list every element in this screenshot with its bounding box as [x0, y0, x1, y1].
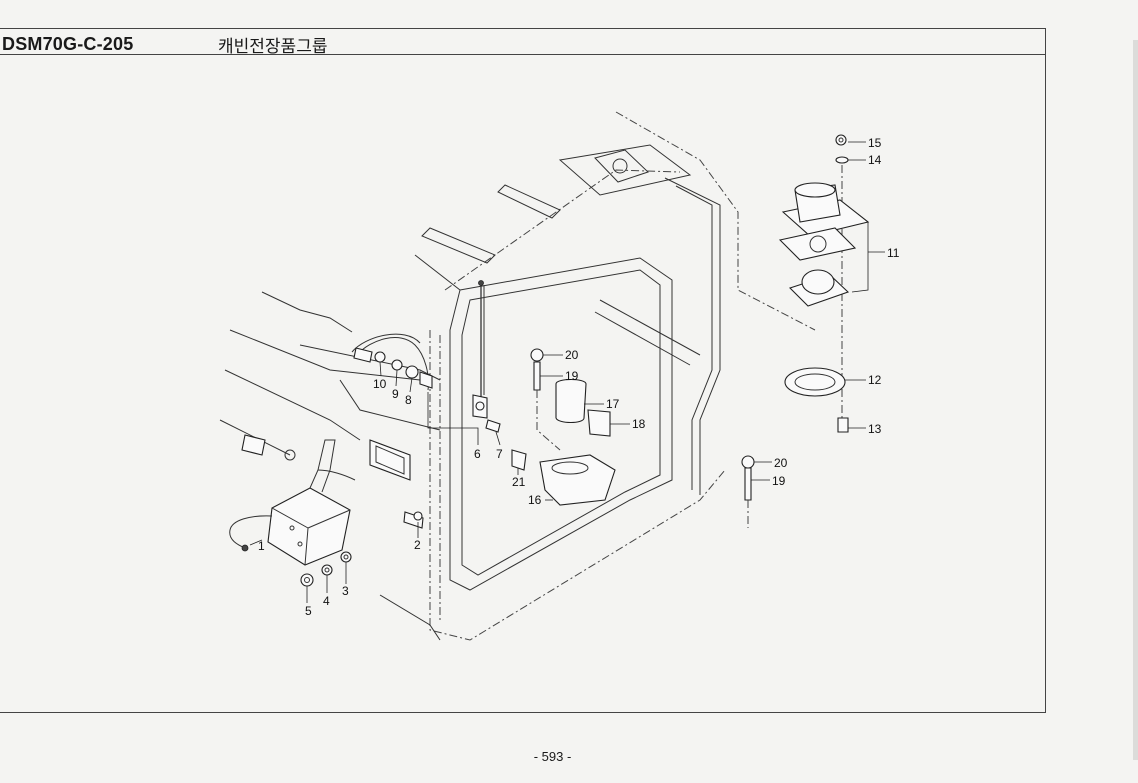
speaker-group-bracket — [851, 213, 885, 293]
antenna-cable — [351, 333, 433, 391]
callout-8: 8 — [405, 393, 412, 407]
callout-17: 17 — [606, 397, 620, 411]
holder-assembly — [511, 348, 755, 528]
callout-20b: 20 — [774, 456, 788, 470]
header-rule — [0, 54, 1046, 55]
antenna-assembly — [472, 280, 488, 419]
callout-4: 4 — [323, 594, 330, 608]
callout-numbers: 1 2 3 4 5 6 7 8 9 10 11 12 13 14 15 16 1… — [258, 136, 900, 618]
drawing-title: 캐빈전장품그룹 — [218, 37, 328, 57]
page-number: - 593 - — [533, 749, 572, 764]
callout-1: 1 — [258, 539, 265, 553]
screw-7 — [485, 419, 501, 433]
page-frame — [0, 28, 1046, 713]
callout-18: 18 — [632, 417, 646, 431]
callout-9: 9 — [392, 387, 399, 401]
callout-19b: 19 — [772, 474, 786, 488]
radio-unit — [229, 439, 356, 566]
callout-12: 12 — [868, 373, 882, 387]
callout-2: 2 — [414, 538, 421, 552]
callout-19: 19 — [565, 369, 579, 383]
callout-5: 5 — [305, 604, 312, 618]
callout-7: 7 — [496, 447, 503, 461]
callout-21: 21 — [512, 475, 526, 489]
callout-20: 20 — [565, 348, 579, 362]
cabin-frame-outline — [224, 111, 816, 641]
callout-14: 14 — [868, 153, 882, 167]
page-edge-shadow — [1133, 40, 1138, 760]
callout-11: 11 — [887, 246, 900, 260]
callout-10: 10 — [373, 377, 387, 391]
callout-15: 15 — [868, 136, 882, 150]
drawing-code: DSM70G-C-205 — [2, 34, 134, 54]
callout-3: 3 — [342, 584, 349, 598]
callout-13: 13 — [868, 422, 882, 436]
leader-lines — [249, 141, 866, 603]
callout-6: 6 — [474, 447, 481, 461]
callout-16: 16 — [528, 493, 542, 507]
speaker-assembly — [778, 134, 870, 433]
